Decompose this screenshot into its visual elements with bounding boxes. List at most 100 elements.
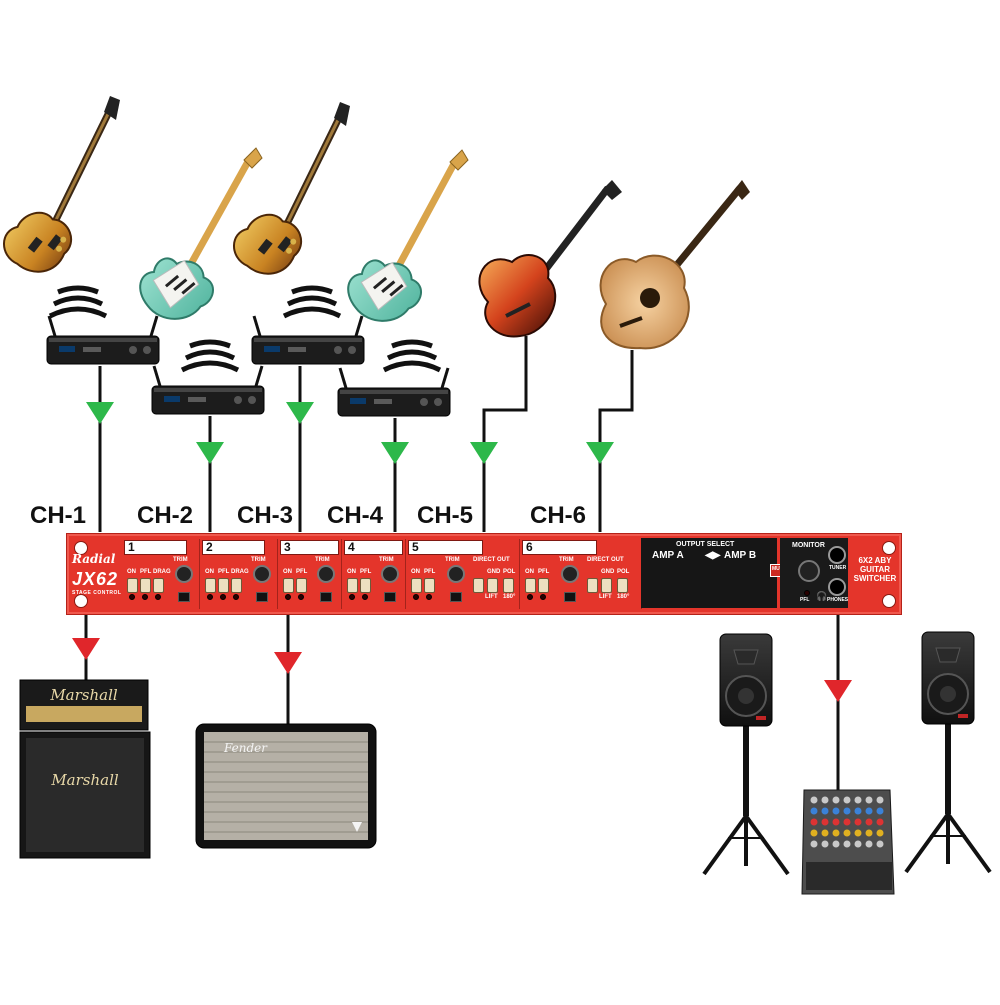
rack-hole-icon (74, 541, 88, 555)
mixer-knob (854, 796, 862, 804)
gnd-label: GND (601, 569, 615, 575)
pfl-button[interactable] (424, 578, 435, 593)
mixer-knob (843, 829, 851, 837)
channel-number-2: 2 (202, 540, 265, 555)
wireless-signal-icon-4 (384, 342, 440, 370)
channel-number-4: 4 (344, 540, 403, 555)
pfl-led (804, 590, 810, 596)
trim-knob-6[interactable] (561, 565, 579, 583)
output-arrow-icon (274, 652, 302, 674)
tuner-jack[interactable] (828, 546, 846, 564)
trim-label: TRIM (379, 557, 394, 563)
lift-label: LIFT (485, 594, 498, 600)
device-description: 6X2 ABY GUITAR SWITCHER (850, 556, 900, 583)
pfl-label: PFL (424, 569, 436, 575)
on-led (349, 594, 355, 600)
pfl-label: PFL (800, 597, 810, 603)
rack-hole-icon (882, 541, 896, 555)
on-label: ON (127, 569, 136, 575)
amp-head-brand: Marshall (49, 686, 118, 704)
monitor-title: MONITOR (792, 542, 825, 549)
pfl-led (540, 594, 546, 600)
channel-strip-3 (277, 539, 342, 609)
mixer-knob (832, 807, 840, 815)
monitor-volume-knob[interactable] (798, 560, 820, 582)
pfl-button[interactable] (140, 578, 151, 593)
pfl-button[interactable] (218, 578, 229, 593)
trim-knob-3[interactable] (317, 565, 335, 583)
mixer-knob (876, 807, 884, 815)
mute-label: MUTE (772, 567, 786, 572)
pol-button[interactable] (503, 578, 514, 593)
trim-knob-2[interactable] (253, 565, 271, 583)
gnd-button[interactable] (487, 578, 498, 593)
mixer-knob (810, 829, 818, 837)
pfl-led (142, 594, 148, 600)
pfl-led (426, 594, 432, 600)
wireless-signal-icon-3 (284, 288, 340, 316)
180-label: 180° (503, 594, 516, 600)
amp-a-label: AMP A (652, 550, 684, 561)
pfl-button[interactable] (296, 578, 307, 593)
pfl-label: PFL (218, 569, 230, 575)
mixer-knob (865, 829, 873, 837)
mixer-knob (876, 818, 884, 826)
mixer-knob (832, 829, 840, 837)
gnd-button[interactable] (601, 578, 612, 593)
pfl-led (362, 594, 368, 600)
lift-label: LIFT (599, 594, 612, 600)
on-label: ON (347, 569, 356, 575)
marshall-stack-icon: Marshall Marshall (19, 679, 151, 859)
direct-on-button[interactable] (587, 578, 598, 593)
drag-label: DRAG (153, 569, 171, 575)
gnd-label: GND (487, 569, 501, 575)
channel-label-1: CH-1 (30, 502, 87, 529)
on-button[interactable] (347, 578, 358, 593)
mixer-knob (865, 818, 873, 826)
trim-knob-4[interactable] (381, 565, 399, 583)
tuner-label: TUNER (829, 565, 847, 571)
trim-label: TRIM (445, 557, 460, 563)
pfl-button[interactable] (538, 578, 549, 593)
on-button[interactable] (525, 578, 536, 593)
on-button[interactable] (127, 578, 138, 593)
mixer-knob (843, 807, 851, 815)
trim-label: TRIM (173, 557, 188, 563)
input-arrow-icon (86, 402, 114, 424)
channel-label-2: CH-2 (137, 502, 194, 529)
xlr-connector-icon (564, 592, 576, 602)
direct-on-button[interactable] (473, 578, 484, 593)
trim-knob-5[interactable] (447, 565, 465, 583)
on-label: ON (205, 569, 214, 575)
drag-label: DRAG (231, 569, 249, 575)
mixer-knob (843, 818, 851, 826)
direct-out-label: DIRECT OUT (473, 557, 510, 563)
mixer-knob (832, 818, 840, 826)
phones-jack[interactable] (828, 578, 846, 596)
on-button[interactable] (205, 578, 216, 593)
drag-button[interactable] (153, 578, 164, 593)
pa-speaker-right-icon (904, 631, 992, 874)
rack-hole-icon (74, 594, 88, 608)
trim-knob-1[interactable] (175, 565, 193, 583)
electric-guitar-4-icon (342, 149, 469, 328)
pfl-led (298, 594, 304, 600)
on-button[interactable] (411, 578, 422, 593)
180-label: 180° (617, 594, 630, 600)
channel-strip-5 (405, 539, 520, 609)
mixer-knob (821, 807, 829, 815)
arrow-left-icon: ◀▶ (705, 550, 721, 561)
amp-b-label: AMP B (724, 550, 757, 561)
pol-button[interactable] (617, 578, 628, 593)
drag-button[interactable] (231, 578, 242, 593)
mixer-knob (810, 807, 818, 815)
pfl-button[interactable] (360, 578, 371, 593)
input-arrow-icon (470, 442, 498, 464)
electric-guitar-3-icon (227, 102, 350, 282)
on-button[interactable] (283, 578, 294, 593)
mixer-icon (801, 789, 895, 895)
mixer-knob (865, 796, 873, 804)
mixer-knob (843, 840, 851, 848)
channel-number-3: 3 (280, 540, 339, 555)
drag-led (155, 594, 161, 600)
